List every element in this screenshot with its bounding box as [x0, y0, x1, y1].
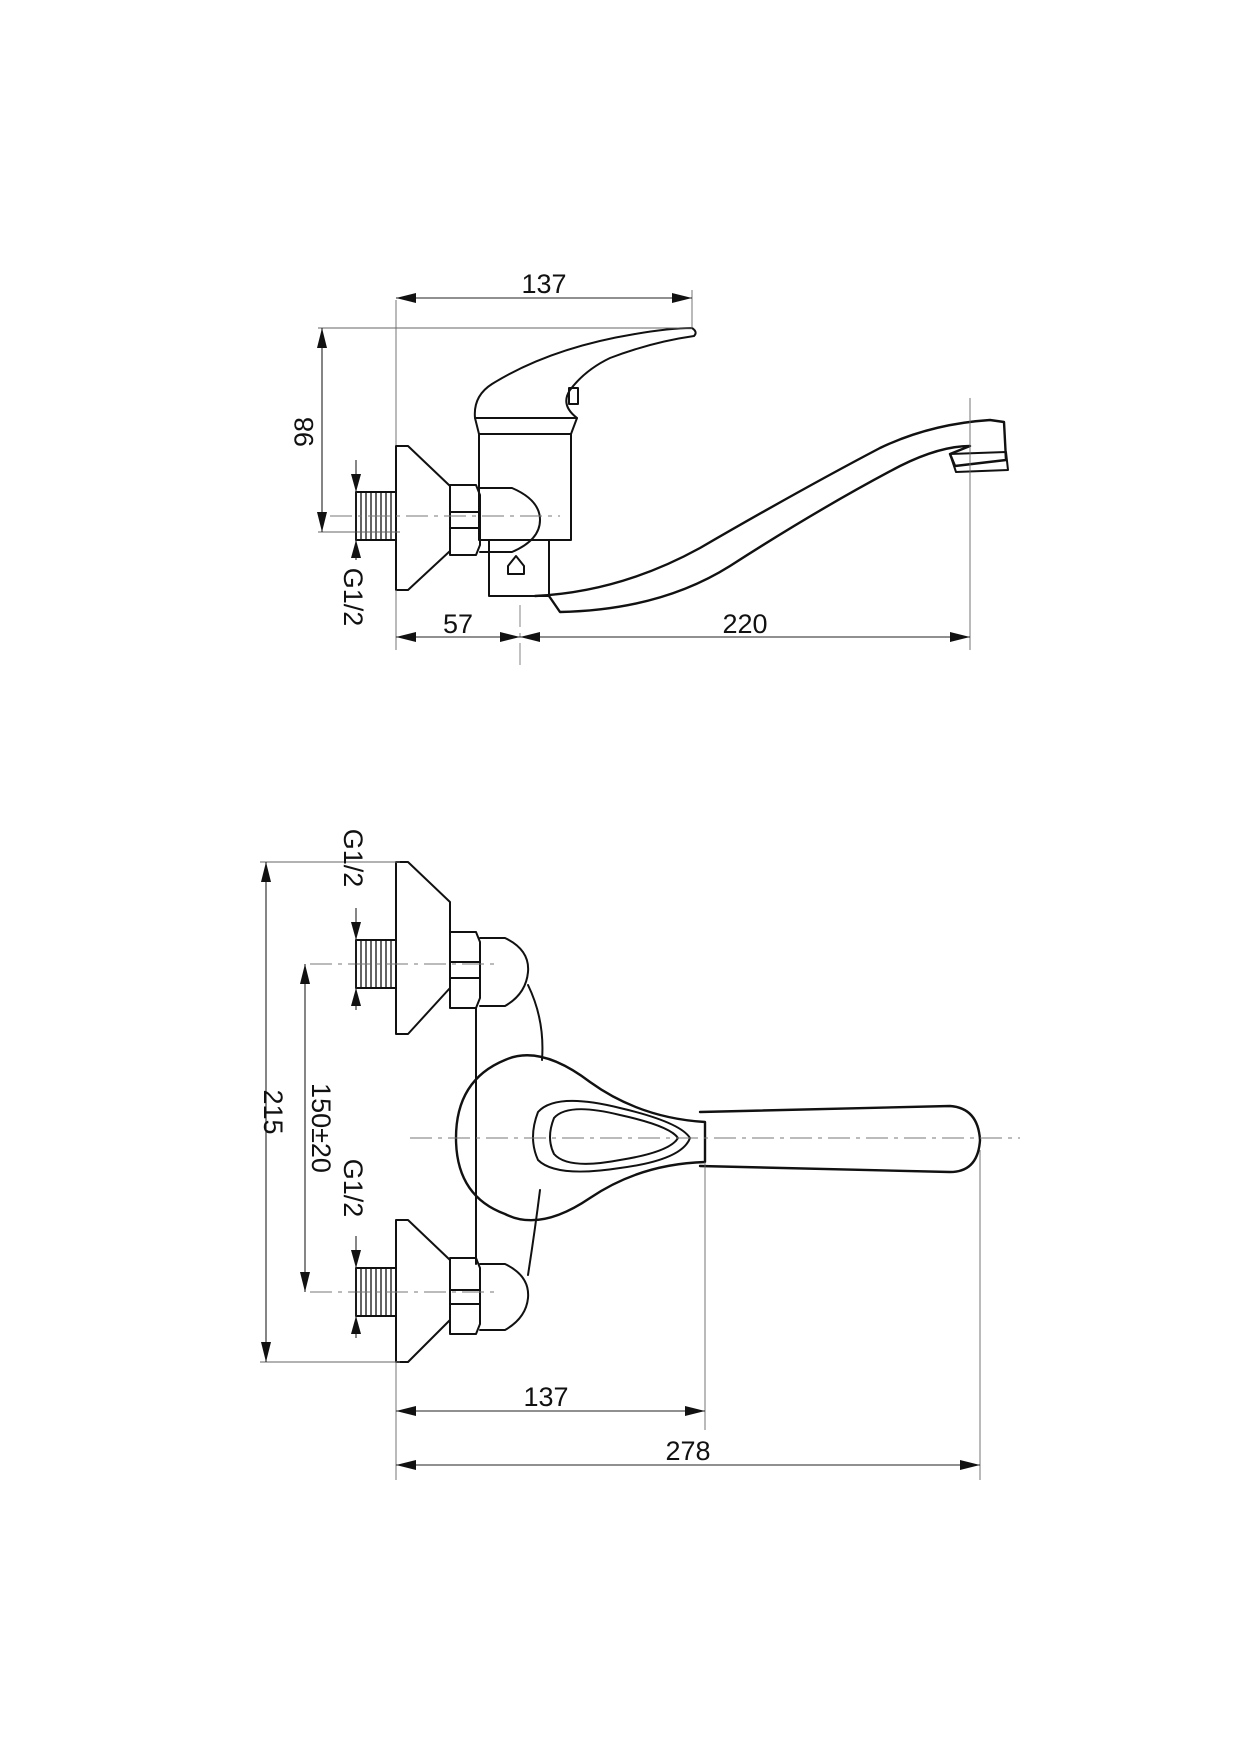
side-thread-label: G1/2	[338, 568, 368, 627]
top-body-bar	[475, 984, 544, 1276]
side-dim-220-label: 220	[722, 609, 767, 639]
top-upper-thread-label: G1/2	[338, 829, 368, 888]
top-dim-278-label: 278	[665, 1436, 710, 1466]
side-lever-handle	[473, 327, 697, 419]
top-lower-thread-label: G1/2	[338, 1159, 368, 1218]
top-upper-hex-nut	[449, 931, 481, 1009]
top-upper-eccentric	[479, 937, 530, 1007]
side-swivel-spout	[533, 418, 1008, 614]
top-spout	[698, 1104, 982, 1174]
side-wall-flange	[395, 445, 451, 591]
top-upper-flange	[395, 861, 451, 1035]
side-hex-nut	[449, 484, 481, 556]
side-spout-housing	[488, 539, 550, 597]
top-lower-eccentric	[479, 1263, 530, 1331]
top-dim-137-label: 137	[523, 1382, 568, 1412]
side-dim-98-label: 98	[289, 417, 319, 447]
side-dim-137-label: 137	[521, 269, 566, 299]
top-dim-150-label: 150±20	[306, 1083, 336, 1173]
top-lower-flange	[395, 1219, 451, 1363]
top-handle-slot	[532, 1099, 691, 1173]
top-view: G1/2 G1/2 215 150±20 137 278	[258, 829, 1020, 1480]
top-dim-215-label: 215	[258, 1089, 288, 1134]
side-dim-57-label: 57	[443, 609, 473, 639]
side-eccentric	[479, 487, 541, 553]
top-lower-hex-nut	[449, 1257, 481, 1335]
side-aerator	[949, 451, 1009, 473]
side-view: 137 98 G1/2 57 220	[289, 269, 1009, 670]
